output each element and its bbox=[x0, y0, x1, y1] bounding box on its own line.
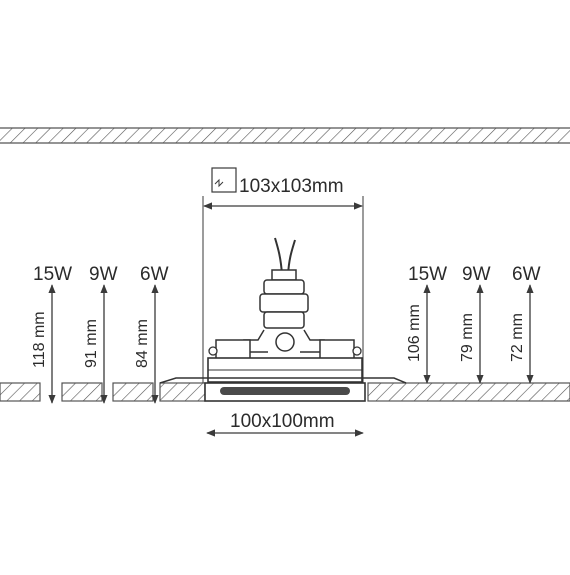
square-cutout-icon bbox=[211, 167, 237, 193]
right-watt-6: 6W bbox=[512, 264, 541, 285]
left-height-group: 15W 9W 6W 118 mm 91 mm 84 mm bbox=[31, 264, 169, 404]
right-height-106: 106 mm bbox=[406, 304, 423, 362]
cutout-bottom-dimension: 100x100mm bbox=[206, 411, 364, 437]
downlight-fixture bbox=[159, 237, 407, 402]
left-watt-15: 15W bbox=[33, 264, 72, 285]
cutout-top-label: 103x103mm bbox=[239, 176, 344, 197]
right-height-72: 72 mm bbox=[509, 313, 526, 362]
ceiling bbox=[0, 127, 570, 144]
ceiling-panel-right bbox=[367, 382, 570, 402]
cutout-top-dimension: 103x103mm bbox=[202, 167, 364, 383]
left-height-91: 91 mm bbox=[83, 319, 100, 368]
right-watt-9: 9W bbox=[462, 264, 491, 285]
right-watt-15: 15W bbox=[408, 264, 447, 285]
left-watt-6: 6W bbox=[140, 264, 169, 285]
ceiling-panel-left-group bbox=[0, 382, 206, 402]
left-height-118: 118 mm bbox=[31, 311, 48, 368]
cutout-bottom-label: 100x100mm bbox=[230, 411, 335, 432]
right-height-79: 79 mm bbox=[459, 313, 476, 362]
right-height-group: 15W 9W 6W 106 mm 79 mm 72 mm bbox=[406, 264, 541, 384]
left-height-84: 84 mm bbox=[134, 319, 151, 368]
left-watt-9: 9W bbox=[89, 264, 118, 285]
